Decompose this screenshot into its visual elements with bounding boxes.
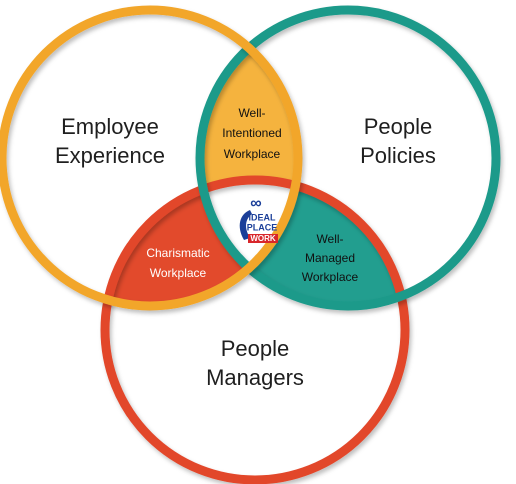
logo-swoosh-icon	[239, 210, 252, 240]
employee-experience-label-line2: Experience	[55, 143, 165, 168]
logo-red-bar	[248, 234, 278, 243]
well-intentioned-label-line2: Intentioned	[222, 126, 281, 140]
logo-line-work: WORK	[250, 234, 276, 243]
well-intentioned-label-line3: Workplace	[224, 147, 281, 161]
people-managers-ring	[100, 175, 410, 484]
logo-infinity-symbol: ∞	[250, 195, 261, 212]
well-managed-label-line1: Well-	[316, 232, 343, 246]
logo-line-ideal: IDEAL	[249, 212, 277, 222]
employee-experience-ring	[0, 5, 303, 311]
people-managers-label-line1: People	[221, 336, 290, 361]
well-managed-label-line2: Managed	[305, 251, 355, 265]
employee-experience-label-line1: Employee	[61, 114, 159, 139]
logo-line-place: PLACE	[247, 222, 278, 232]
charismatic-label-line1: Charismatic	[146, 246, 209, 260]
well-intentioned-label-line1: Well-	[238, 106, 265, 120]
people-policies-label-line2: Policies	[360, 143, 436, 168]
charismatic-label-line2: Workplace	[150, 266, 207, 280]
people-managers-label-line2: Managers	[206, 365, 304, 390]
well-managed-label-line3: Workplace	[302, 270, 359, 284]
ideal-place-to-work-logo: ∞ IDEAL PLACE WORK	[239, 195, 278, 243]
people-policies-ring	[195, 5, 501, 311]
people-policies-label-line1: People	[364, 114, 433, 139]
